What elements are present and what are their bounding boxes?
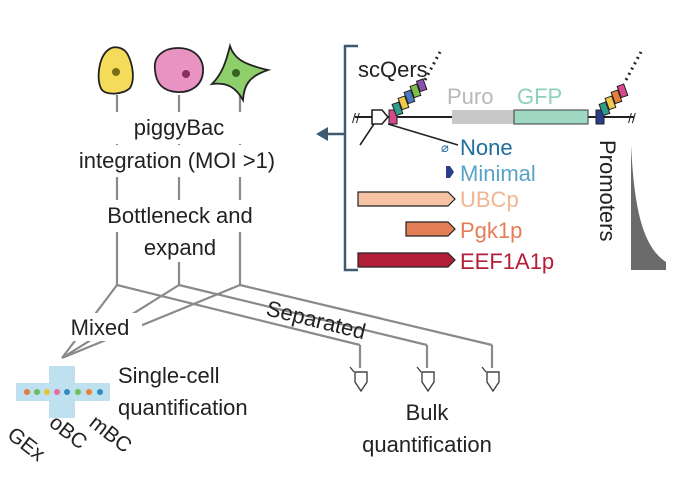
promoter-ubcp-arrow: [357, 191, 456, 207]
promoter-eef1a1p-arrow: [357, 252, 456, 268]
mixed-label: Mixed: [71, 315, 130, 340]
text-backing: [58, 313, 142, 341]
barcode-left: [388, 51, 442, 125]
barcode-block: [604, 95, 617, 111]
bulk-text-line1: Bulk: [406, 400, 450, 425]
promoter-eef1a1p-label: EEF1A1p: [460, 249, 554, 274]
text-backing: [80, 200, 280, 232]
promoter-minimal-label: Minimal: [460, 161, 536, 186]
barcode-block: [403, 89, 416, 105]
backbone-break-left: //: [352, 110, 360, 126]
cell-green-nucleus: [232, 69, 240, 77]
barcode-block: [415, 78, 428, 93]
chip-vertical-channel: [49, 366, 75, 418]
cell-yellow: [97, 46, 134, 95]
tube-icon: [486, 371, 500, 393]
separated-line-2: [178, 283, 428, 347]
cell-pink-body: [153, 47, 204, 93]
tube-cap: [416, 366, 422, 373]
separated-line-1: [116, 283, 361, 347]
promoters-axis-label: Promoters: [595, 140, 620, 241]
tube-cap: [481, 366, 487, 373]
bracket-arrow-head: [316, 127, 328, 141]
chip-bead: [54, 389, 60, 395]
none-symbol-icon: ⌀: [441, 140, 449, 155]
promoter-slot-arrow: [371, 109, 390, 125]
integration-text-line2: integration (MOI >1): [79, 148, 275, 173]
barcode-block: [610, 89, 623, 105]
barcode-block: [616, 83, 629, 99]
microfluidic-chip: [16, 366, 110, 418]
barcode-dots: [624, 51, 643, 81]
tube-icon: [421, 371, 435, 393]
cell-pink-nucleus: [182, 70, 190, 78]
tube-3: [481, 366, 500, 393]
tube-cap: [349, 366, 355, 373]
bottleneck-text-line2: expand: [144, 235, 216, 260]
barcode-block: [397, 95, 410, 111]
construct-title: scQers: [358, 57, 428, 82]
promoter-strength-wedge: [631, 145, 666, 270]
promoter-minimal-arrow: [446, 166, 454, 178]
tube-icon: [354, 371, 368, 393]
backbone-break-right: //: [628, 110, 636, 126]
text-backing: [132, 232, 232, 262]
bottleneck-text-line1: Bottleneck and: [107, 203, 253, 228]
zoom-line-left: [359, 123, 375, 146]
barcode-block: [598, 101, 611, 117]
chip-bead: [64, 389, 70, 395]
barcode-block: [391, 101, 404, 117]
integration-text-line1: piggyBac: [134, 115, 225, 140]
puro-label: Puro: [447, 84, 493, 109]
promoter-none-label: None: [460, 135, 513, 160]
text-backing: [110, 112, 248, 144]
barcode-right: [595, 51, 643, 125]
bulk-text-line2: quantification: [362, 432, 492, 457]
construct-bracket: [343, 44, 358, 272]
cell-yellow-nucleus: [112, 68, 120, 76]
barcode-block: [595, 109, 605, 125]
barcode-block: [409, 83, 422, 99]
text-backing: [52, 145, 302, 177]
promoter-pgk1p-arrow: [405, 221, 456, 237]
barcode-block: [388, 109, 398, 125]
gfp-bar: [513, 109, 589, 125]
puro-bar: [452, 110, 514, 124]
promoter-ubcp-label: UBCp: [460, 187, 519, 212]
chip-bead: [97, 389, 103, 395]
single-cell-text-line1: Single-cell: [118, 363, 220, 388]
chip-bead: [34, 389, 40, 395]
chip-bead: [24, 389, 30, 395]
tube-2: [416, 366, 435, 393]
single-cell-text-line2: quantification: [118, 395, 248, 420]
chip-bead: [86, 389, 92, 395]
chip-label-gex: GEx: [3, 423, 50, 467]
mixed-line-green: [61, 283, 241, 360]
cell-green: [209, 42, 272, 104]
separated-line-3: [239, 283, 493, 347]
cell-pink: [153, 47, 204, 93]
tube-1: [349, 366, 368, 393]
chip-bead: [75, 389, 81, 395]
zoom-line-right: [387, 123, 459, 146]
chip-bead: [44, 389, 50, 395]
gfp-label: GFP: [517, 84, 562, 109]
promoter-pgk1p-label: Pgk1p: [460, 218, 522, 243]
